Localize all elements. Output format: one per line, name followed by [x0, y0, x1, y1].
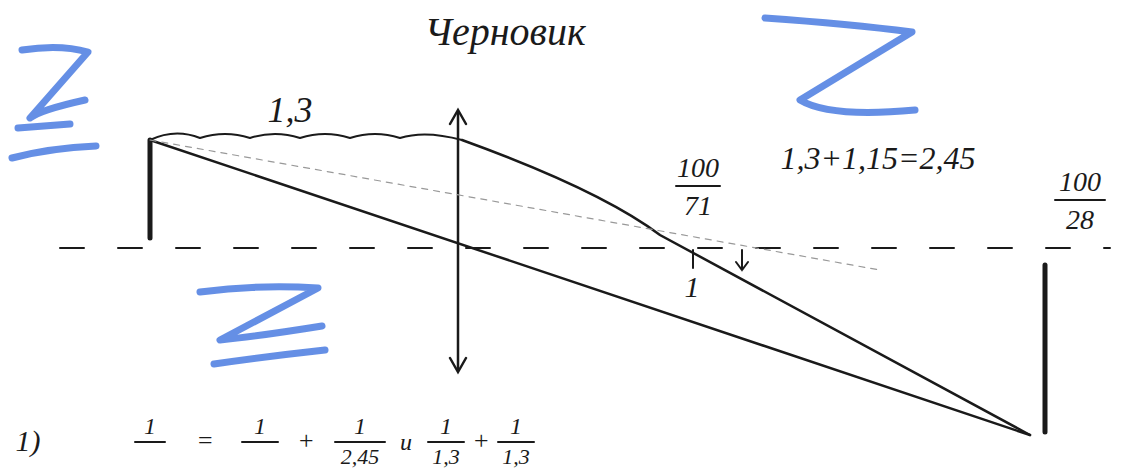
z-mark [765, 18, 915, 112]
image-arrow [1043, 265, 1048, 432]
fraction-numerator: 1 [440, 414, 452, 438]
fraction-bar [135, 441, 165, 443]
fraction-denominator: 2,45 [341, 446, 380, 468]
central-ray [150, 140, 1030, 435]
z-mark [12, 47, 96, 158]
fraction-bar [498, 441, 534, 443]
lens [457, 112, 460, 370]
fraction-numerator: 1 [354, 414, 366, 438]
sum-note: 1,3+1,15=2,45 [780, 142, 975, 174]
fraction-numerator: 100 [1059, 168, 1101, 196]
fraction-denominator: 71 [684, 192, 712, 220]
plus-sign: + [297, 428, 315, 454]
fraction-numerator: 1 [144, 414, 156, 438]
blue-scribbles [12, 18, 915, 364]
fraction-bar [676, 185, 720, 187]
fraction-denominator: 28 [1066, 206, 1094, 234]
fraction-denominator: 1,3 [432, 446, 460, 468]
fraction-denominator: 1,3 [502, 446, 530, 468]
small-arrow [736, 250, 748, 270]
z-mark [200, 287, 325, 364]
optical-axis [60, 247, 1110, 249]
refracted-ray [462, 140, 1030, 435]
distance-label: 1,3 [268, 92, 313, 128]
fraction-bar [242, 441, 278, 443]
fraction-numerator: 1 [254, 414, 266, 438]
fraction-bar [335, 441, 385, 443]
fraction-numerator: 1 [510, 414, 522, 438]
fraction-numerator: 100 [677, 154, 719, 182]
item-number: 1) [16, 426, 41, 456]
equals-sign: = [196, 428, 214, 454]
tick [692, 250, 694, 268]
fraction-bar [428, 441, 464, 443]
fraction-bar [1055, 199, 1105, 201]
conjunction: и [400, 430, 412, 454]
unit-mark: 1 [685, 272, 700, 302]
object-arrow [148, 140, 153, 238]
auxiliary-ray [150, 140, 880, 270]
plus-sign: + [472, 428, 490, 454]
distance-mark [150, 133, 462, 140]
sheet-title: Черновик [424, 12, 585, 52]
